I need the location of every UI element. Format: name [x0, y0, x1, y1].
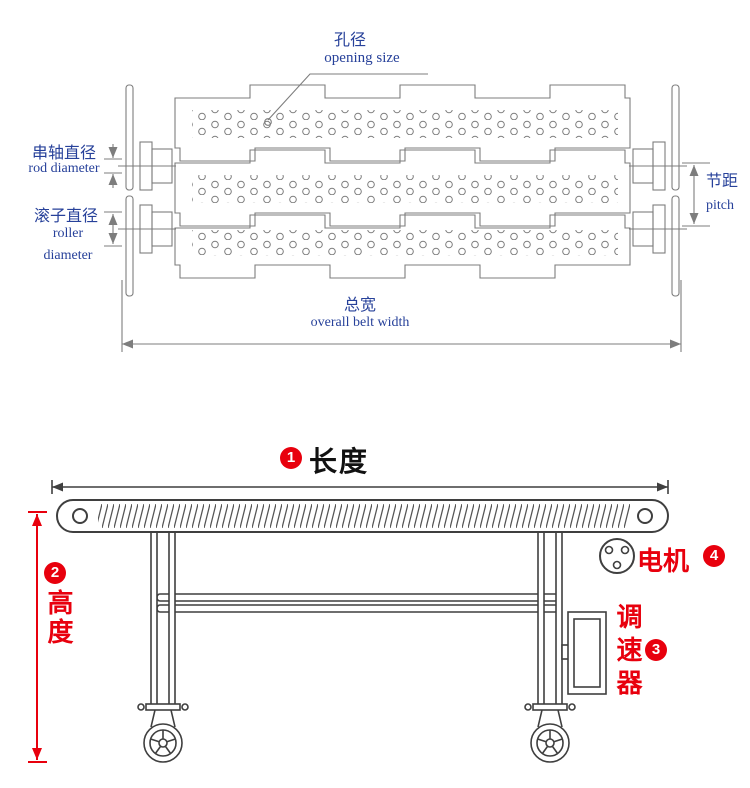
- roller-diameter-dimension: [104, 211, 122, 247]
- motor-badge: 4: [703, 545, 725, 567]
- belt-roller-left: [72, 508, 88, 524]
- rod-diameter-label-en: rod diameter: [28, 161, 100, 176]
- pitch-label-cn: 节距: [705, 173, 738, 190]
- belt-holes-row-1: [192, 110, 618, 138]
- left-shaft-assembly: [118, 84, 176, 297]
- right-caster: [524, 703, 576, 763]
- width-dimension: [121, 280, 682, 352]
- pitch-label-en: pitch: [706, 198, 734, 213]
- rod-diameter-dimension: [104, 144, 122, 188]
- overall-width-label-cn: 总宽: [343, 297, 376, 314]
- right-leg: [537, 531, 563, 706]
- speed-controller-box: [561, 611, 607, 695]
- overall-width-label-en: overall belt width: [310, 315, 410, 330]
- belt-top-view: [104, 73, 710, 352]
- roller-diameter-label-cn: 滚子直径: [33, 208, 98, 225]
- cross-rails: [156, 593, 559, 613]
- height-badge: 2: [44, 562, 66, 584]
- height-label: 高度: [44, 589, 74, 647]
- roller-diameter-label-en2: diameter: [43, 248, 93, 263]
- pitch-dimension: [682, 162, 710, 227]
- right-shaft-assembly: [629, 84, 687, 297]
- conveyor-side-view: [28, 480, 669, 763]
- length-badge: 1: [280, 447, 302, 469]
- belt-surface-hatch: [98, 504, 630, 528]
- motor-label: 电机: [637, 546, 690, 576]
- controller-label: 调速器: [613, 603, 643, 702]
- belt-holes-row-3: [192, 230, 618, 256]
- belt-body: [56, 499, 669, 533]
- height-dimension: [28, 511, 47, 763]
- rod-diameter-label-cn: 串轴直径: [31, 145, 96, 162]
- opening-size-label-en: opening size: [324, 50, 400, 66]
- belt-strip-1: [174, 84, 631, 162]
- left-caster: [137, 703, 189, 763]
- belt-holes-row-2: [192, 175, 618, 203]
- belt-roller-right: [637, 508, 653, 524]
- belt-strip-3: [174, 214, 631, 279]
- length-dimension: [51, 480, 669, 494]
- opening-size-label-cn: 孔径: [333, 32, 366, 49]
- belt-strip-2: [174, 149, 631, 227]
- left-leg: [150, 531, 176, 706]
- roller-diameter-label-en1: roller: [52, 226, 84, 241]
- length-label: 长度: [309, 446, 370, 477]
- motor-icon: [599, 538, 635, 574]
- controller-badge: 3: [645, 639, 667, 661]
- opening-size-leader: [264, 73, 428, 126]
